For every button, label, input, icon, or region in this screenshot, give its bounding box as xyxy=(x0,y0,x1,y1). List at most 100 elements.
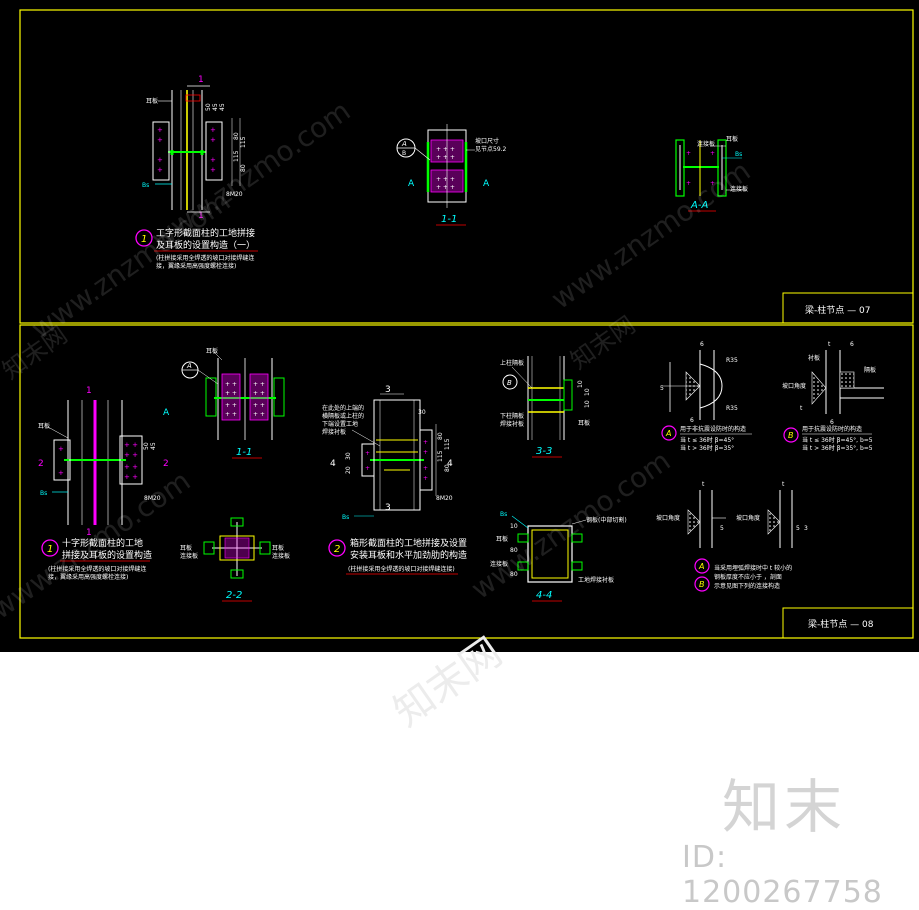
bot-nab-line3: 示意见图下列的连接构造 xyxy=(714,582,780,590)
svg-text:+: + xyxy=(686,150,691,157)
svg-text:10: 10 xyxy=(584,388,591,396)
svg-text:+ +: + + xyxy=(225,402,237,409)
bot-db-label-left: 坡口角度 xyxy=(782,382,806,390)
svg-text:+ +: + + xyxy=(225,390,237,397)
svg-text:+: + xyxy=(423,449,428,456)
svg-text:3: 3 xyxy=(804,525,808,532)
bot-da-line1: 用于非抗震设防时的构造 xyxy=(680,425,746,433)
svg-text:5: 5 xyxy=(720,525,724,532)
bot-nab-line1: 当采用埋弧焊接时中 t 较小的 xyxy=(714,564,792,572)
svg-text:10: 10 xyxy=(584,400,591,408)
svg-text:t: t xyxy=(828,341,831,348)
bottom-section-4-4: 耳板 连接板 钢板(中部切割) 工地焊接衬板 Bs 10 80 80 4-4 xyxy=(490,511,627,602)
top-saa-title: A-A xyxy=(690,200,708,211)
top-d1-note-2: 接，翼缘采用高强度螺栓连接) xyxy=(156,262,236,270)
svg-text:+ +: + + xyxy=(253,390,265,397)
bot-s33-title: 3-3 xyxy=(536,446,552,457)
svg-text:+: + xyxy=(365,450,370,457)
svg-text:+ +: + + xyxy=(124,441,138,449)
svg-text:45: 45 xyxy=(212,103,219,111)
top-s11-title: 1-1 xyxy=(441,214,457,225)
svg-text:R35: R35 xyxy=(726,405,738,412)
bot-s33-label-top: 上柱隔板 xyxy=(500,359,524,367)
bottom-section-3-3: 上柱隔板 下柱隔板 焊接衬板 耳板 B 10 10 10 3-3 xyxy=(500,356,591,458)
bot-s44-label-right-top: 钢板(中部切割) xyxy=(586,516,627,524)
top-s11-note-2: 见节点59.2 xyxy=(475,145,507,153)
svg-text:5: 5 xyxy=(796,525,800,532)
svg-text:80: 80 xyxy=(240,164,247,172)
bot-d2-note: (柱拼接采用全焊透的坡口对接焊缝连接) xyxy=(348,565,455,573)
bot-s44-title: 4-4 xyxy=(536,590,552,601)
svg-text:t: t xyxy=(800,405,803,412)
svg-text:+ +: + + xyxy=(124,451,138,459)
svg-text:6: 6 xyxy=(700,341,704,348)
bot-d2-cut-3-bottom: 3 xyxy=(385,503,391,513)
top-d1-marker: 1 xyxy=(141,234,147,245)
top-detail-1: ++++ ++++ Bs 耳板 1 1 50 45 45 80 115 115 … xyxy=(135,75,258,270)
svg-text:8M20: 8M20 xyxy=(144,495,161,502)
svg-text:+: + xyxy=(423,475,428,482)
bottom-detail-a: 6 5 R35 R35 6 A 用于非抗震设防时的构造 当 t ≤ 36时 β=… xyxy=(660,341,752,452)
wm-diag-5: www.znzmo.com xyxy=(0,464,196,626)
bot-s22-label-left2: 连接板 xyxy=(180,552,198,560)
svg-text:+ +: + + xyxy=(124,463,138,471)
top-d1-title-1: 工字形截面柱的工地拼接 xyxy=(156,227,255,239)
top-saa-label-ear: 耳板 xyxy=(726,135,738,143)
bot-da-line3: 当 t > 36时 β=35° xyxy=(680,444,734,452)
bot-s44-label-right-bottom: 工地焊接衬板 xyxy=(578,576,614,584)
drawing-canvas: 梁-柱节点 — 07 梁-柱节点 — 08 ++++ ++++ Bs 耳板 1 … xyxy=(0,9,914,639)
svg-text:+ + +: + + + xyxy=(436,154,455,161)
bot-s33-bubble: B xyxy=(507,379,512,387)
sheet-top-frame xyxy=(19,9,914,324)
top-d1-cut-bottom: 1 xyxy=(198,211,204,221)
svg-text:+: + xyxy=(686,180,691,187)
svg-text:+: + xyxy=(58,469,64,477)
top-d1-cut-top: 1 xyxy=(198,75,204,85)
svg-text:8M20: 8M20 xyxy=(436,495,453,502)
bot-d2-cut-4-left: 4 xyxy=(330,459,336,469)
bot-s44-label-ear: 耳板 xyxy=(496,535,508,543)
bot-d1-label-ear: 耳板 xyxy=(38,422,50,430)
svg-text:50: 50 xyxy=(143,442,150,450)
bot-s11-label-ear: 耳板 xyxy=(206,347,218,355)
svg-text:横隔板或上柱的: 横隔板或上柱的 xyxy=(322,412,364,420)
svg-text:B: B xyxy=(402,150,406,157)
svg-text:下端设置工地: 下端设置工地 xyxy=(322,420,358,428)
bot-d2-cut-4-right: 4 xyxy=(447,459,453,469)
svg-text:115: 115 xyxy=(444,438,451,450)
svg-text:在此处的上端的: 在此处的上端的 xyxy=(322,404,364,412)
bottom-section-2-2: 耳板 连接板 耳板 连接板 2-2 xyxy=(180,517,290,602)
svg-text:10: 10 xyxy=(577,380,584,388)
svg-text:+: + xyxy=(157,126,163,134)
bot-da-line2: 当 t ≤ 36时 β=45° xyxy=(680,436,734,444)
top-d1-note-1: (柱拼接采用全焊透的坡口对接焊缝连 xyxy=(156,254,254,262)
svg-text:+ +: + + xyxy=(253,381,265,388)
svg-text:80: 80 xyxy=(444,464,451,472)
svg-text:10: 10 xyxy=(510,523,518,530)
bottom-detail-2: ++++ ++ 3 3 4 4 在此处的上端的 横隔板或上柱的 下端设置工地 焊… xyxy=(322,385,467,575)
bot-db-label-right: 隔板 xyxy=(864,366,876,374)
watermark-logo: 知末 xyxy=(722,773,847,841)
svg-text:Bs: Bs xyxy=(142,182,149,189)
bottom-note-ab: A B 当采用埋弧焊接时中 t 较小的 钢板厚度不应小于 ，剖面 示意见图下列的… xyxy=(694,558,792,592)
svg-text:t: t xyxy=(782,481,785,488)
svg-text:+: + xyxy=(157,136,163,144)
svg-text:+: + xyxy=(210,166,216,174)
svg-text:30: 30 xyxy=(418,409,426,416)
top-section-a-a: ++++ 连接板 耳板 连接板 Bs A-A xyxy=(675,135,748,212)
bot-dc-label-left2: 坡口角度 xyxy=(736,514,760,522)
bot-d1-cut-1-bottom: 1 xyxy=(86,528,92,538)
svg-text:+ +: + + xyxy=(225,381,237,388)
bot-s33-label-bottom2: 焊接衬板 xyxy=(500,420,524,428)
bottom-section-1-1: + ++ ++ ++ + + ++ ++ ++ + 耳板 A 1-1 xyxy=(181,347,285,459)
svg-text:115: 115 xyxy=(240,136,247,148)
top-section-1-1: + + ++ + + + + ++ + + A A A B 坡口尺寸 见节点59… xyxy=(396,124,507,226)
svg-text:30: 30 xyxy=(345,452,352,460)
bot-dc-label-left1: 坡口角度 xyxy=(656,514,680,522)
svg-text:+: + xyxy=(423,439,428,446)
svg-text:+ + +: + + + xyxy=(436,176,455,183)
sheet-bottom-frame xyxy=(19,324,914,639)
svg-text:80: 80 xyxy=(233,132,240,140)
bot-s11-title: 1-1 xyxy=(236,447,252,458)
svg-text:Bs: Bs xyxy=(500,511,507,518)
